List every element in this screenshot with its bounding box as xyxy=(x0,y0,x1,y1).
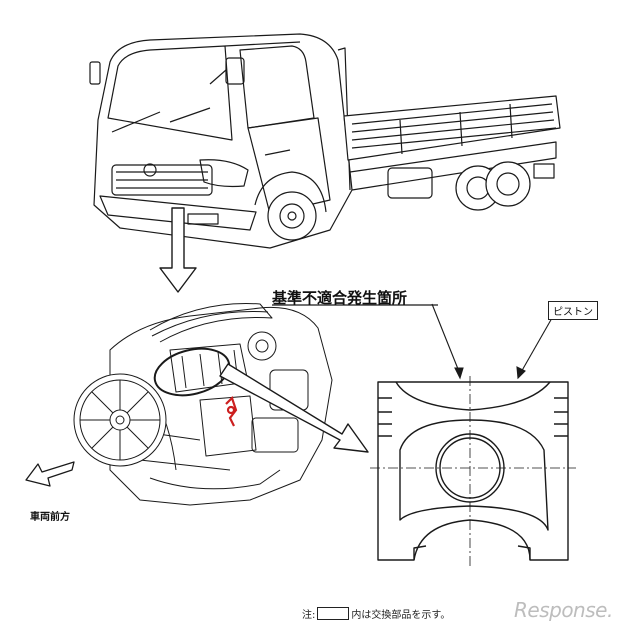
note-box-symbol xyxy=(317,607,350,620)
engine-illustration xyxy=(73,303,333,506)
piston-section xyxy=(370,376,576,566)
vehicle-front-arrow xyxy=(25,461,75,487)
piston-label: ピストン xyxy=(548,301,598,320)
note-prefix: 注: xyxy=(302,610,316,621)
truck-illustration xyxy=(89,33,561,249)
diagonal-arrow xyxy=(219,363,369,453)
response-watermark-logo: Response. xyxy=(514,598,613,622)
vehicle-front-label: 車両前方 xyxy=(30,512,70,523)
callout-leader-lines xyxy=(431,303,553,380)
note-suffix: 内は交換部品を示す。 xyxy=(351,610,451,621)
nonconformance-location-label: 基準不適合発生箇所 xyxy=(272,289,408,307)
location-marker-ellipse xyxy=(153,347,231,397)
replaced-part-highlight xyxy=(225,395,238,427)
replacement-note: 注: 内は交換部品を示す。 xyxy=(302,606,450,621)
down-arrow xyxy=(159,207,197,293)
